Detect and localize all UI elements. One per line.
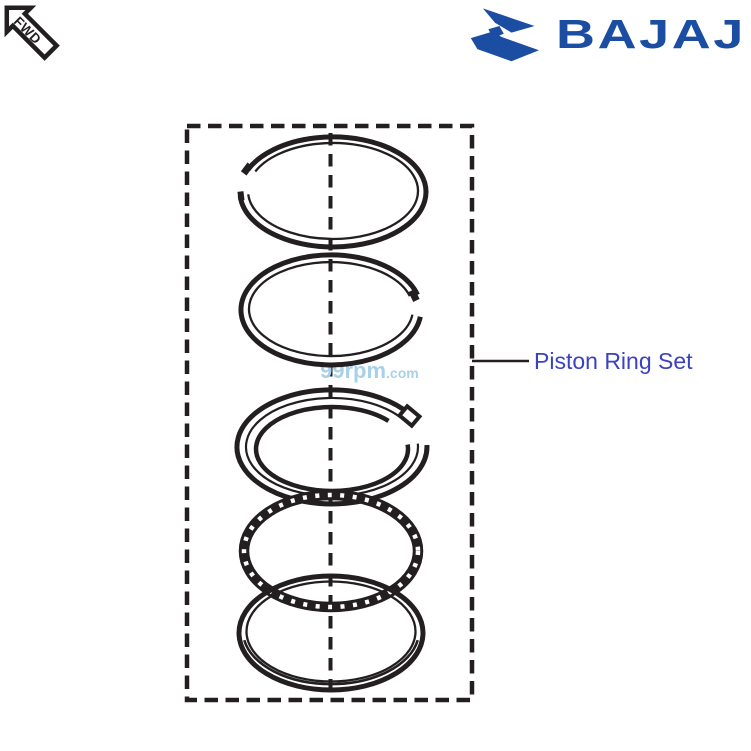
watermark-suffix: .com [386,365,419,381]
piston-ring-3-icon [234,387,430,507]
piston-ring-4-icon [238,489,424,613]
fwd-direction-badge: FWD [4,5,60,61]
ring-3-latch-tab [396,403,423,429]
bajaj-flying-b-icon [470,8,539,62]
part-boundary-dashed-box [184,123,475,703]
piston-ring-2-icon [238,252,423,368]
fwd-arrow-icon [4,5,60,61]
piston-ring-5-icon [236,573,426,693]
brand-wordmark: BAJAJ [556,11,746,57]
piston-ring-1-icon [237,134,429,250]
callout-label: Piston Ring Set [534,348,693,374]
brand-logo: BAJAJ [470,8,746,62]
